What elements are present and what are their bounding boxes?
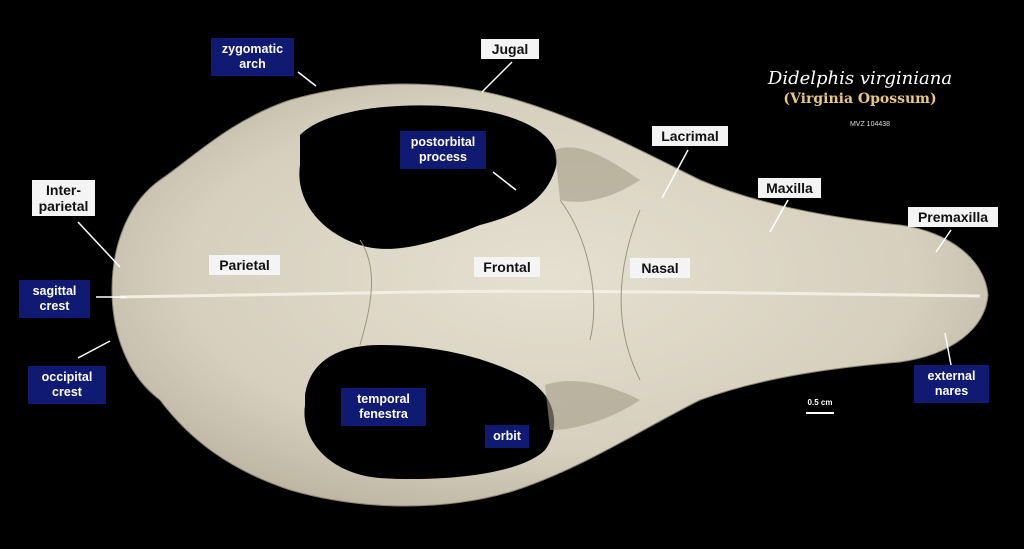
label-lacrimal: Lacrimal — [652, 126, 728, 146]
scale-label: 0.5 cm — [807, 398, 833, 407]
interparietal-leader — [77, 221, 121, 268]
premaxilla-leader — [935, 229, 952, 253]
label-temporal-fenestra: temporal fenestra — [341, 388, 426, 426]
label-zygomatic-arch: zygomatic arch — [211, 38, 294, 76]
postorbital-leader — [492, 171, 517, 191]
scientific-name: Didelphis virginiana — [767, 68, 953, 89]
lower-orbit-shade — [545, 380, 640, 430]
specimen-id: MVZ 104438 — [849, 121, 891, 128]
label-interparietal: Inter- parietal — [32, 180, 95, 216]
label-sagittal-crest: sagittal crest — [19, 280, 90, 318]
jugal-leader — [481, 61, 513, 93]
upper-temporal-fenestra — [299, 105, 557, 249]
label-postorbital-process: postorbital process — [400, 131, 486, 169]
label-jugal: Jugal — [481, 39, 539, 59]
suture-lines — [359, 199, 641, 381]
label-frontal: Frontal — [474, 257, 540, 277]
label-maxilla: Maxilla — [758, 178, 821, 198]
label-occipital-crest: occipital crest — [28, 366, 106, 404]
title-block: Didelphis virginiana (Virginia Opossum) — [720, 68, 1000, 107]
label-orbit: orbit — [485, 425, 529, 448]
label-parietal: Parietal — [209, 255, 280, 275]
label-external-nares: external nares — [914, 365, 989, 403]
zygomatic-arch-leader — [297, 71, 317, 87]
common-name: (Virginia Opossum) — [783, 91, 937, 107]
label-premaxilla: Premaxilla — [908, 207, 998, 227]
maxilla-leader — [769, 199, 789, 233]
label-nasal: Nasal — [630, 258, 690, 278]
upper-orbit-shade — [555, 147, 640, 202]
external-nares-leader — [944, 332, 952, 366]
lacrimal-leader — [661, 149, 689, 199]
occipital-leader — [77, 340, 111, 359]
